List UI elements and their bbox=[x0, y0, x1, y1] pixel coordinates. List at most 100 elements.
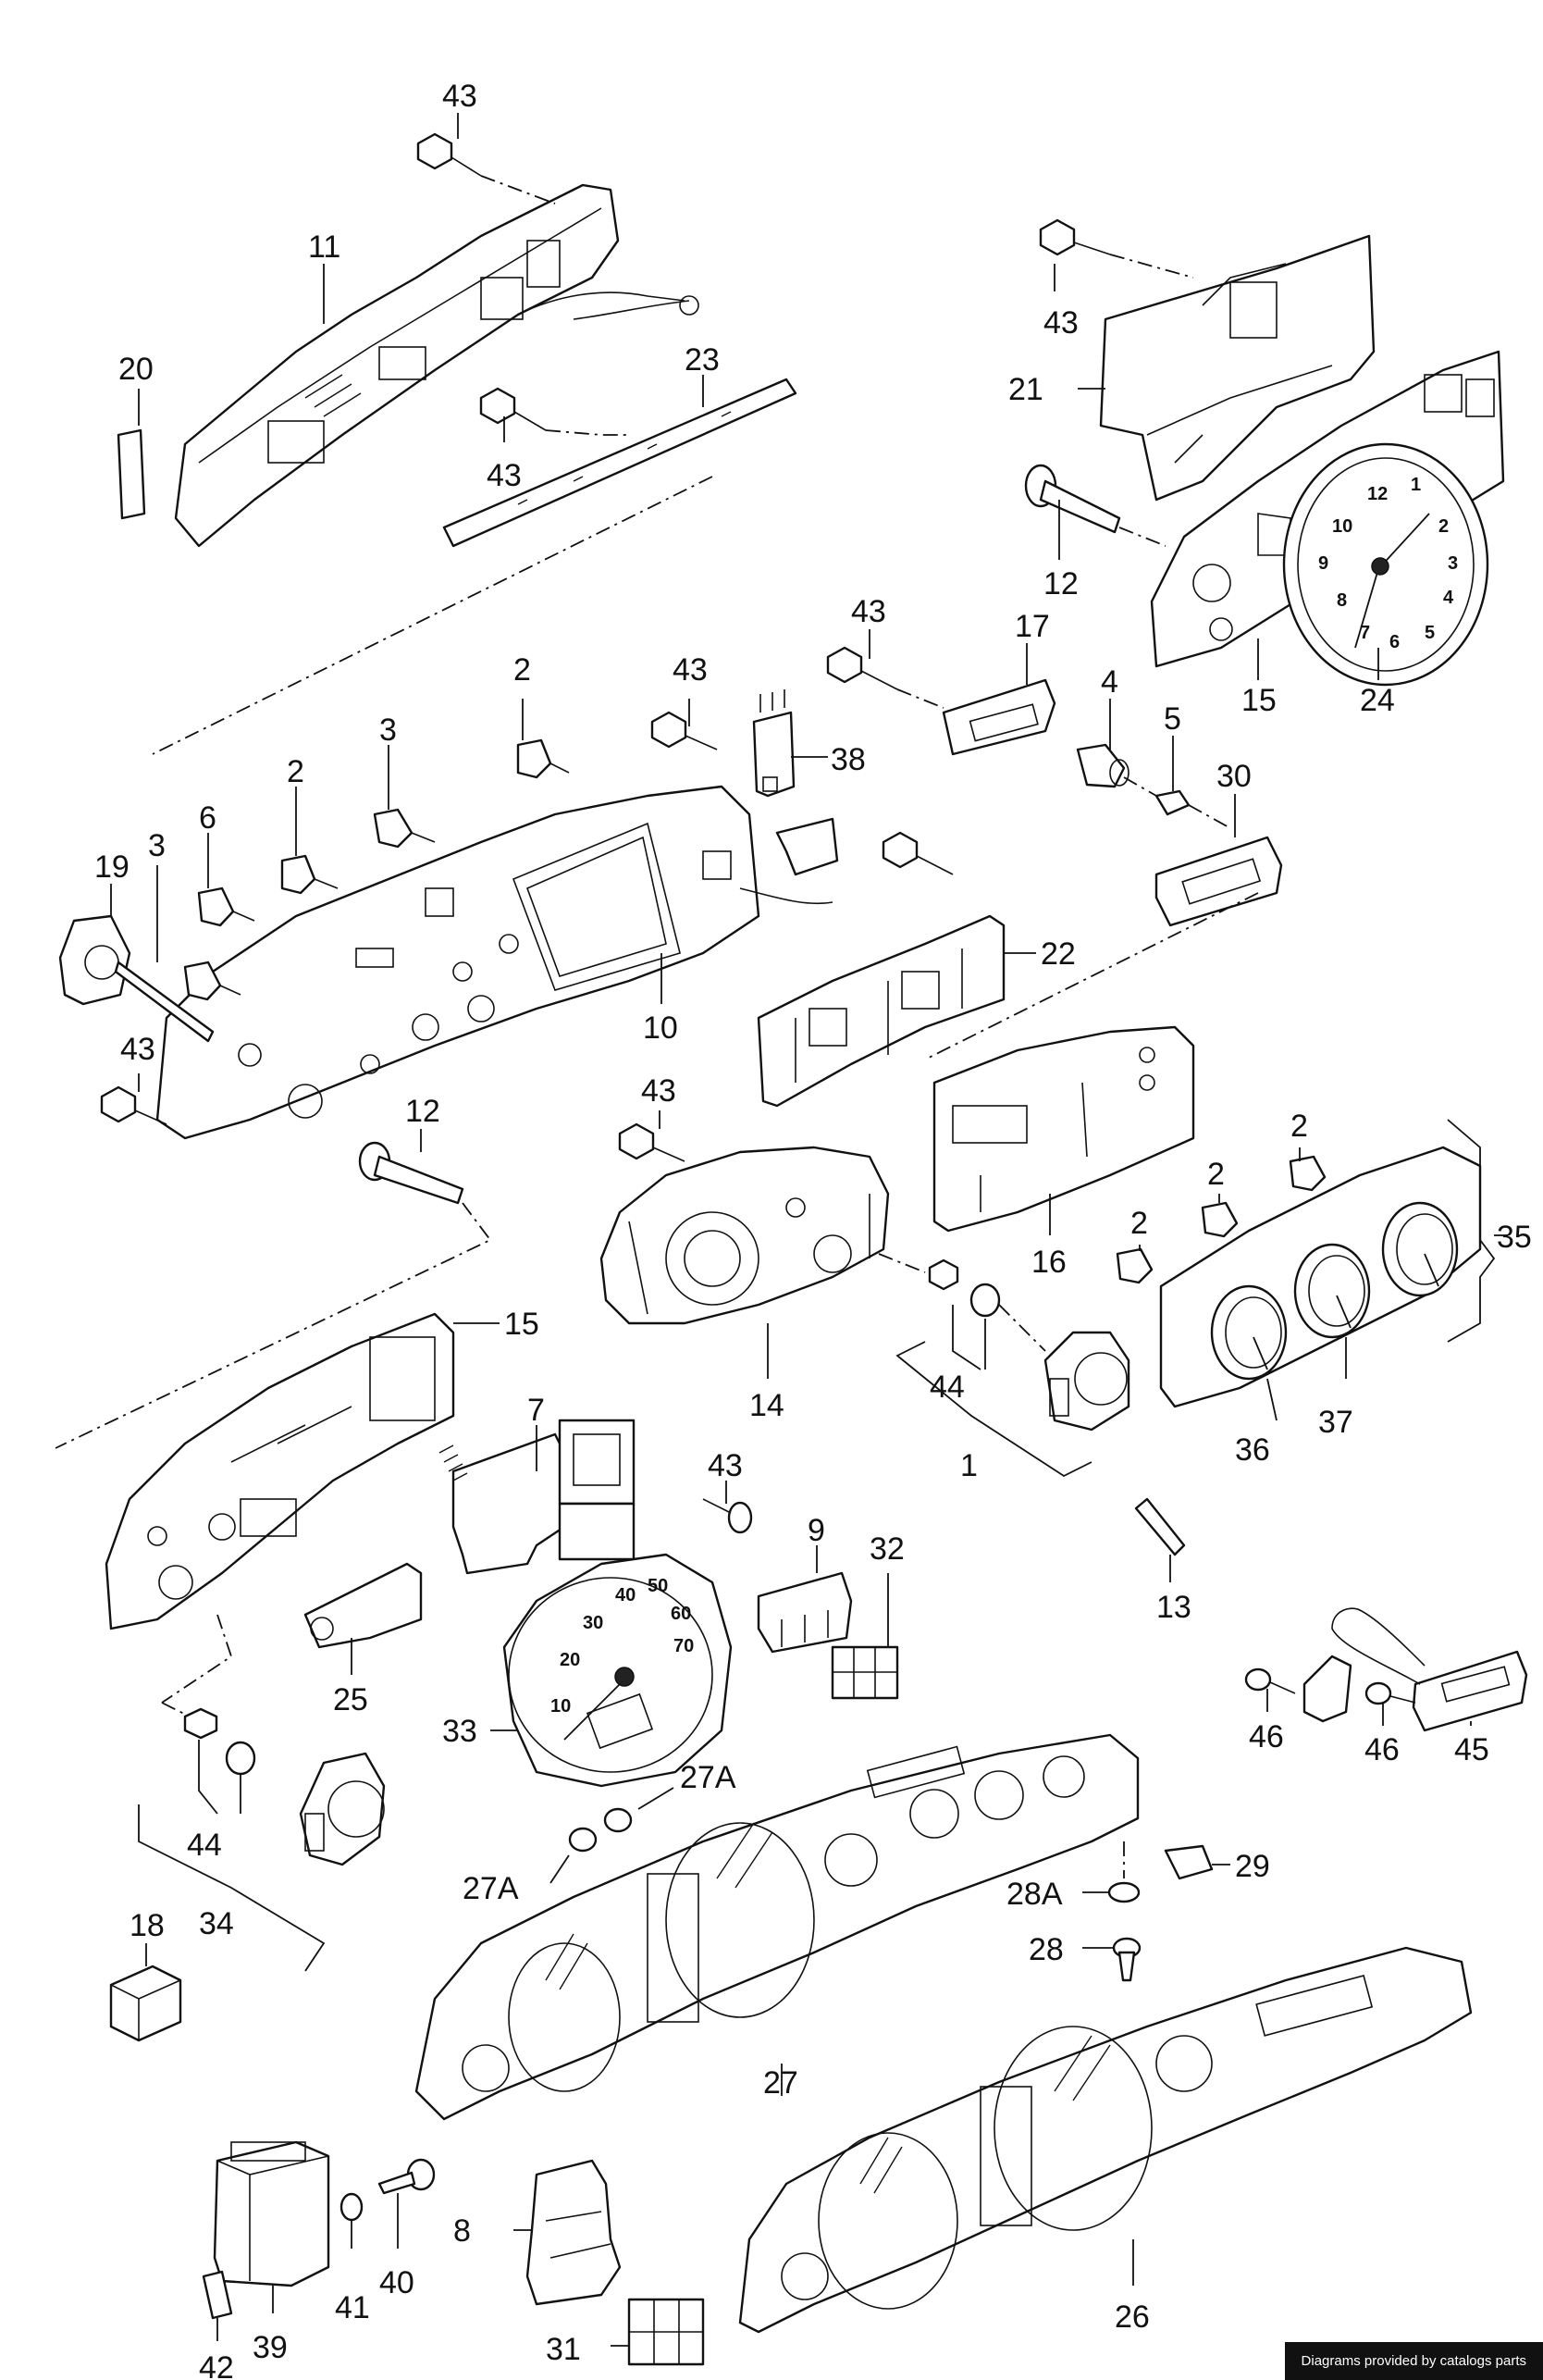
part-8-relay-carrier bbox=[525, 2159, 622, 2306]
callout-7: 7 bbox=[527, 1393, 545, 1428]
callout-43: 43 bbox=[673, 652, 708, 688]
dial-24-label: 2 bbox=[1438, 516, 1449, 537]
callout-4: 4 bbox=[1101, 664, 1118, 700]
dial-33-label: 10 bbox=[550, 1696, 571, 1717]
callout-32: 32 bbox=[870, 1531, 905, 1567]
screw-43-upper-middle bbox=[826, 646, 898, 690]
assembly-line bbox=[480, 175, 556, 205]
callout-43: 43 bbox=[120, 1032, 155, 1067]
callout-34: 34 bbox=[199, 1906, 234, 1941]
dial-24-label: 6 bbox=[1389, 632, 1400, 652]
callout-13: 13 bbox=[1156, 1590, 1191, 1625]
part-30-warning-light-module bbox=[1154, 836, 1283, 927]
callout-27A: 27A bbox=[463, 1871, 519, 1906]
callout-14: 14 bbox=[749, 1388, 784, 1423]
part-27-instrument-housing bbox=[414, 1733, 1140, 2121]
leader-lines bbox=[110, 113, 1508, 2347]
callout-27: 27 bbox=[763, 2065, 798, 2101]
part-45-warning-panel bbox=[1331, 1607, 1528, 1732]
part-24-tachometer: 12 1 2 3 4 5 6 7 8 9 10 bbox=[1282, 442, 1489, 687]
callout-25: 25 bbox=[333, 1682, 368, 1717]
callout-29: 29 bbox=[1235, 1849, 1270, 1884]
part-35-small-gauge bbox=[1381, 1201, 1459, 1297]
screw-43-lower bbox=[702, 1498, 753, 1534]
part-3-bulb-holder bbox=[373, 808, 436, 849]
callout-20: 20 bbox=[118, 352, 154, 387]
callout-42: 42 bbox=[199, 2350, 234, 2380]
bracket-35 bbox=[1447, 1119, 1496, 1343]
assembly-line bbox=[1118, 527, 1167, 547]
dial-33-label: 30 bbox=[583, 1613, 603, 1633]
assembly-line bbox=[161, 1614, 233, 1704]
screw-43-top-right bbox=[1039, 218, 1111, 256]
assembly-line bbox=[545, 429, 629, 436]
callout-44: 44 bbox=[187, 1828, 222, 1863]
dial-24-label: 1 bbox=[1411, 475, 1421, 495]
callout-43: 43 bbox=[851, 594, 886, 629]
dial-24-label: 10 bbox=[1332, 516, 1352, 537]
part-37-small-gauge bbox=[1293, 1243, 1371, 1339]
callout-2: 2 bbox=[513, 652, 531, 688]
part-20-bracket bbox=[117, 428, 146, 520]
credit-badge: Diagrams provided by catalogs parts bbox=[1284, 2342, 1543, 2380]
screw-43-middle-top bbox=[650, 711, 718, 750]
part-41-washer bbox=[339, 2192, 364, 2222]
callout-28: 28 bbox=[1029, 1932, 1064, 1967]
callout-22: 22 bbox=[1041, 936, 1076, 972]
callout-37: 37 bbox=[1318, 1405, 1353, 1440]
dial-24-label: 9 bbox=[1318, 553, 1328, 574]
callout-5: 5 bbox=[1164, 701, 1181, 737]
screw-43-middle-right bbox=[882, 831, 954, 875]
part-14-gauge-housing bbox=[599, 1146, 890, 1325]
part-5-bulb bbox=[1154, 789, 1191, 816]
part-17-switch bbox=[942, 678, 1056, 756]
part-12-screw-pin-middle bbox=[358, 1141, 464, 1205]
callout-2: 2 bbox=[1290, 1109, 1308, 1144]
callout-31: 31 bbox=[546, 2332, 581, 2367]
part-13-pin bbox=[1134, 1497, 1186, 1556]
dial-24-label: 3 bbox=[1448, 553, 1458, 574]
callout-2: 2 bbox=[1130, 1206, 1148, 1241]
part-45-holder bbox=[1302, 1655, 1352, 1723]
part-46-screw bbox=[1244, 1667, 1296, 1694]
callout-6: 6 bbox=[199, 800, 216, 836]
part-34-gauge bbox=[299, 1752, 386, 1866]
part-46-screw bbox=[1364, 1681, 1416, 1705]
part-2-bulb-holder bbox=[1116, 1247, 1154, 1284]
part-1-gauge bbox=[1043, 1331, 1130, 1432]
part-2-bulb-holder bbox=[516, 738, 570, 779]
part-31-label-sheet bbox=[627, 2298, 705, 2366]
dial-33-label: 40 bbox=[615, 1585, 636, 1605]
part-40-screw bbox=[377, 2158, 436, 2195]
screw-43-left bbox=[100, 1085, 167, 1125]
callout-1: 1 bbox=[960, 1448, 978, 1483]
dial-33-label: 70 bbox=[673, 1636, 694, 1656]
callout-8: 8 bbox=[453, 2213, 471, 2249]
callout-12: 12 bbox=[405, 1094, 440, 1129]
callout-15: 15 bbox=[504, 1307, 539, 1342]
part-28-screw bbox=[1112, 1937, 1142, 1982]
screw-43-top bbox=[416, 132, 482, 177]
callout-44: 44 bbox=[930, 1370, 965, 1405]
dial-24-label: 12 bbox=[1367, 484, 1388, 504]
dial-24-label: 7 bbox=[1360, 623, 1370, 643]
callout-16: 16 bbox=[1031, 1245, 1067, 1280]
part-38-bracket bbox=[775, 817, 839, 876]
callout-30: 30 bbox=[1216, 759, 1252, 794]
callout-15: 15 bbox=[1241, 683, 1277, 718]
part-11-printed-circuit-board bbox=[174, 183, 699, 548]
callout-labels: 43 11 20 23 43 43 21 12 15 24 2 43 38 43… bbox=[94, 79, 1532, 2380]
assembly-line bbox=[924, 892, 1259, 1060]
part-15-printed-circuit-board-lower bbox=[105, 1312, 455, 1630]
part-12-screw-pin-top bbox=[1024, 464, 1121, 534]
dial-24-label: 5 bbox=[1425, 623, 1435, 643]
callout-18: 18 bbox=[130, 1908, 165, 1943]
part-23-conductor-strip bbox=[442, 378, 797, 548]
part-6-bulb-holder bbox=[197, 886, 255, 927]
callout-28A: 28A bbox=[1006, 1877, 1063, 1912]
part-2-bulb-holder bbox=[1201, 1201, 1239, 1238]
callout-36: 36 bbox=[1235, 1432, 1270, 1468]
callout-2: 2 bbox=[1207, 1157, 1225, 1192]
callout-39: 39 bbox=[253, 2330, 288, 2365]
